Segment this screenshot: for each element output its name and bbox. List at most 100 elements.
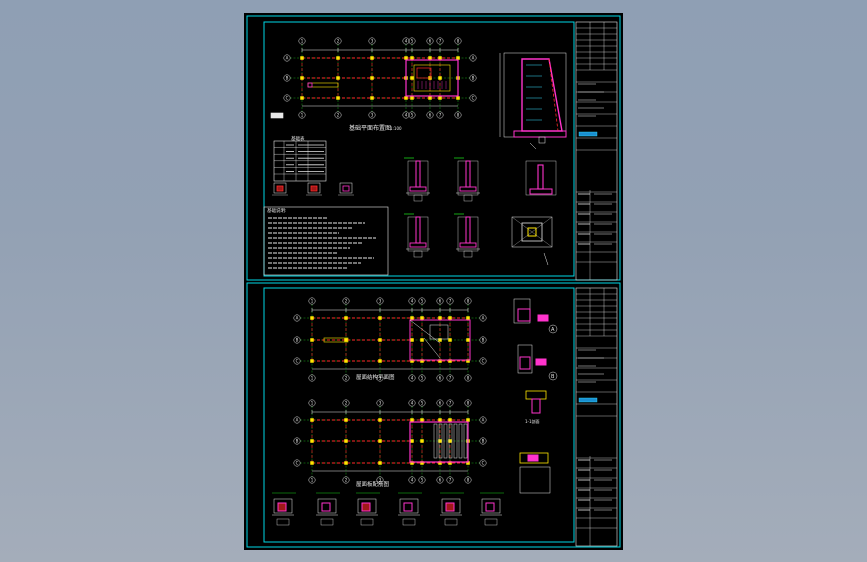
grid-bubble [334, 111, 342, 119]
grid-bubble-label: B [286, 76, 289, 81]
notes-block [263, 206, 389, 276]
grid-bubble-label: A [472, 56, 475, 61]
grid-bubble [426, 111, 434, 119]
grid-bubble-label: 1 [301, 113, 304, 118]
grid-bubble-label: 5 [411, 113, 414, 118]
grid-bubble [418, 399, 426, 407]
detail-section [310, 185, 318, 192]
grid-bubble [308, 476, 316, 484]
column [420, 338, 424, 342]
foundation-table [273, 140, 327, 182]
slab-rebar [463, 423, 468, 459]
detail-section [519, 356, 531, 370]
grid-bubble [464, 399, 472, 407]
column [410, 76, 414, 80]
grid-bubble [464, 374, 472, 382]
title-block-top [575, 21, 618, 281]
column [378, 316, 382, 320]
column [300, 76, 304, 80]
footing-base [409, 242, 427, 248]
column [438, 56, 442, 60]
north-marker [270, 112, 284, 119]
foundation-table-title: 基础表 [291, 135, 305, 142]
grid-bubble-label: 1 [311, 478, 314, 483]
slab-region [409, 421, 469, 463]
grid-bubble-label: 5 [421, 401, 424, 406]
pool-inner [413, 64, 451, 92]
grid-bubble [436, 37, 444, 45]
grid-bubble-label: 6 [439, 478, 442, 483]
grid-bubble-label: C [296, 359, 299, 364]
title-block-border [575, 21, 618, 281]
grid-bubble-label: C [286, 96, 289, 101]
grid-bubble [342, 297, 350, 305]
grid-bubble-label: 5 [421, 299, 424, 304]
footing-frame [407, 216, 429, 252]
footing-frame [457, 216, 479, 252]
grid-bubble-label: 8 [467, 478, 470, 483]
grid-bubble-label: A [296, 316, 299, 321]
roof-opening [409, 319, 471, 361]
column [344, 359, 348, 363]
grid-bubble-label: B [482, 338, 485, 343]
detail-section [361, 502, 371, 512]
detail-section [277, 502, 287, 512]
leader [543, 252, 549, 266]
grid-bubble-label: 4 [411, 478, 414, 483]
column [448, 418, 452, 422]
grid-bubble [408, 111, 416, 119]
grid-bubble [446, 297, 454, 305]
footing-details [404, 157, 557, 266]
grid-bubble [436, 374, 444, 382]
title-block-stamp [578, 131, 598, 137]
detail-a-tag: A [551, 327, 555, 333]
grid-bubble [402, 111, 410, 119]
column [404, 56, 408, 60]
grid-bubble [293, 416, 301, 424]
column [420, 316, 424, 320]
footing-plan-frame [511, 216, 553, 248]
column [448, 338, 452, 342]
grid-bubble [469, 74, 477, 82]
grid-bubble-label: B [482, 439, 485, 444]
grid-bubble-label: 7 [449, 376, 452, 381]
column [428, 56, 432, 60]
footing-plan-column [527, 227, 537, 237]
footing-stem [415, 160, 421, 188]
grid-bubble-label: 1 [301, 39, 304, 44]
roof-slab-plan-title: 屋面板配筋图 [356, 480, 390, 488]
detail-bubble [548, 324, 558, 334]
grid-bubble [293, 459, 301, 467]
footing-stem [537, 164, 544, 190]
grid-bubble-label: 4 [405, 113, 408, 118]
grid-bubble [446, 374, 454, 382]
detail-box [307, 182, 321, 194]
column [370, 56, 374, 60]
grid-bubble [408, 476, 416, 484]
slab-rebar [438, 423, 443, 459]
column [300, 96, 304, 100]
grid-bubble [368, 37, 376, 45]
grid-bubble [479, 357, 487, 365]
grid-bubble [469, 94, 477, 102]
grid-bubble [342, 399, 350, 407]
column [438, 418, 442, 422]
footing-pad [413, 194, 423, 202]
column [466, 316, 470, 320]
column [378, 359, 382, 363]
grid-bubble [283, 74, 291, 82]
slab-rebar [453, 423, 458, 459]
detail-section [531, 398, 541, 414]
grid-bubble [298, 111, 306, 119]
grid-bubble-label: 5 [421, 376, 424, 381]
detail-box [273, 182, 287, 194]
column [344, 418, 348, 422]
detail-section [445, 502, 455, 512]
footing-pad [463, 250, 473, 258]
grid-bubble-label: 1 [311, 299, 314, 304]
column [448, 316, 452, 320]
